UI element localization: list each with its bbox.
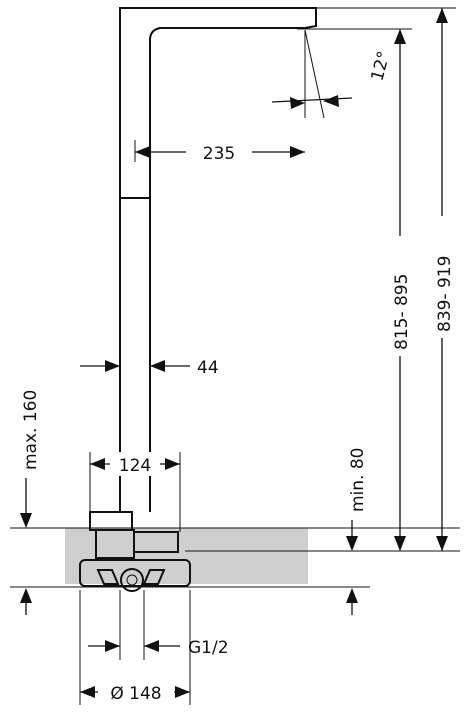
- connection-arrow-right: [144, 640, 159, 652]
- angle-dim-line: [271, 97, 353, 103]
- min-depth-arrow-bottom: [346, 588, 358, 603]
- base-arrow-left: [90, 458, 105, 470]
- faucet-column-spout: [119, 7, 317, 512]
- base-width-label: 124: [119, 456, 151, 476]
- dim-spout-reach: 235: [134, 140, 305, 164]
- mixer-cap: [133, 531, 179, 553]
- outlet-arrow-top: [394, 29, 406, 44]
- reach-label-bg: [186, 140, 252, 164]
- connection-nut: [120, 568, 144, 592]
- angle-arrow-right: [323, 95, 339, 107]
- base-arrow-right: [165, 458, 180, 470]
- flange-lug-left: [96, 569, 120, 585]
- mixer-body: [89, 511, 133, 531]
- reach-arrow-left: [135, 146, 150, 158]
- max-depth-arrow-bottom: [20, 588, 32, 603]
- faucet-outline: [79, 7, 317, 592]
- flange-lug-right: [142, 569, 166, 585]
- connection-nut-inner: [126, 574, 138, 586]
- outlet-arrow-bottom: [394, 536, 406, 551]
- connection-arrow-left: [105, 640, 120, 652]
- reach-arrow-right: [290, 146, 305, 158]
- column-arrow-right: [150, 360, 165, 372]
- base-label-bg: [110, 452, 160, 476]
- max-depth-arrow-top: [20, 513, 32, 528]
- min-depth-arrow-top: [346, 536, 358, 551]
- flange-diameter-label: Ø 148: [110, 684, 161, 704]
- min-depth-label: min. 80: [348, 448, 368, 513]
- dim-column-width: 44: [80, 358, 219, 378]
- base-flange: [79, 559, 191, 587]
- floor-fill: [65, 528, 308, 584]
- outlet-height-label: 815- 895: [392, 274, 412, 350]
- column-arrow-left: [105, 360, 120, 372]
- dim-max-depth: max. 160: [20, 390, 41, 615]
- total-arrow-top: [436, 8, 448, 23]
- dim-outlet-height: 815- 895: [310, 28, 412, 551]
- flange-arrow-right: [175, 686, 190, 698]
- spray-angle: 12°: [271, 29, 395, 119]
- total-height-label: 839- 919: [435, 256, 455, 332]
- spray-axis-angled: [304, 29, 325, 119]
- dim-base-width: 124: [89, 452, 181, 532]
- floor-zone: [10, 527, 460, 588]
- flange-arrow-left: [80, 686, 95, 698]
- dim-connection: G1/2: [88, 590, 229, 660]
- spout-reach-label: 235: [203, 144, 235, 164]
- flange-label-bg: [98, 680, 174, 704]
- angle-arrow-left: [290, 97, 305, 109]
- dim-min-depth: min. 80: [346, 448, 368, 615]
- dim-total-height: 839- 919: [316, 7, 456, 551]
- dim-flange-diameter: Ø 148: [79, 590, 191, 705]
- connection-thread-label: G1/2: [188, 638, 229, 658]
- max-depth-label: max. 160: [21, 390, 41, 470]
- spout-angle-label: 12°: [368, 49, 395, 83]
- column-width-label: 44: [197, 358, 219, 378]
- total-arrow-bottom: [436, 536, 448, 551]
